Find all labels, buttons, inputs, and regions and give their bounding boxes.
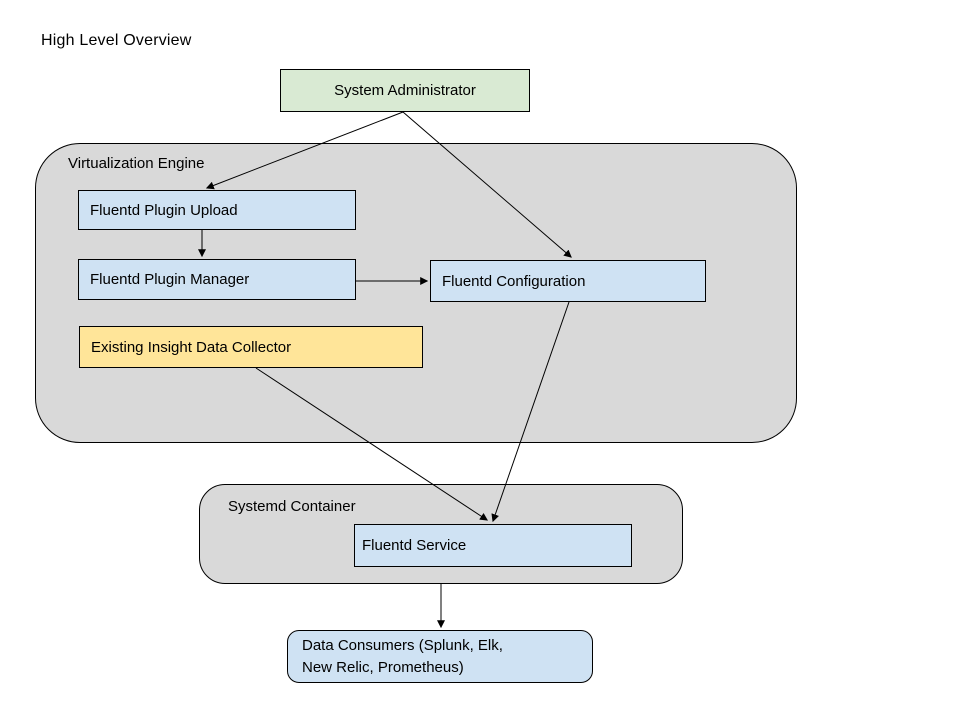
edge-existing-insight-data-collector-to-fluentd-service	[255, 367, 489, 521]
container-systemd-container-label: Systemd Container	[228, 498, 356, 515]
node-existing-insight-data-collector-label: Existing Insight Data Collector	[91, 338, 292, 356]
node-fluentd-plugin-manager-label: Fluentd Plugin Manager	[90, 271, 250, 288]
node-fluentd-plugin-upload-label: Fluentd Plugin Upload	[90, 201, 238, 219]
node-existing-insight-data-collector: Existing Insight Data Collector	[79, 326, 423, 368]
edge-fluentd-configuration-to-fluentd-service	[491, 301, 570, 523]
node-data-consumers: Data Consumers (Splunk, Elk, New Relic, …	[287, 630, 593, 683]
node-fluentd-service: Fluentd Service	[354, 524, 632, 567]
node-fluentd-plugin-manager: Fluentd Plugin Manager	[78, 259, 356, 300]
node-fluentd-configuration-label: Fluentd Configuration	[442, 272, 586, 290]
node-fluentd-service-label: Fluentd Service	[362, 537, 467, 554]
node-system-administrator-label: System Administrator	[334, 82, 476, 99]
node-fluentd-plugin-upload: Fluentd Plugin Upload	[78, 190, 356, 230]
node-system-administrator: System Administrator	[280, 69, 530, 112]
container-virtualization-engine-label: Virtualization Engine	[68, 155, 205, 172]
edge-system-administrator-to-fluentd-configuration	[402, 111, 572, 258]
edge-system-administrator-to-fluentd-plugin-upload	[205, 111, 404, 190]
node-data-consumers-label-line1: Data Consumers (Splunk, Elk,	[302, 636, 503, 654]
page-title: High Level Overview	[41, 32, 192, 49]
node-data-consumers-label-line2: New Relic, Prometheus)	[302, 658, 464, 676]
node-fluentd-configuration: Fluentd Configuration	[430, 260, 706, 302]
